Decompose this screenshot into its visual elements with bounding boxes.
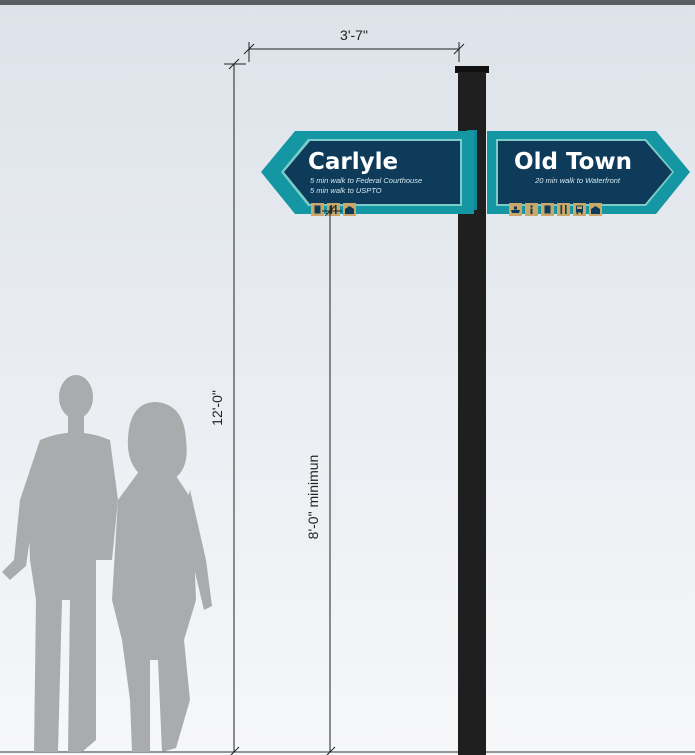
dimension-overall-height — [224, 58, 246, 755]
dimension-clearance — [322, 205, 342, 755]
sign-left-title: Carlyle — [308, 149, 398, 175]
building-icon — [311, 203, 324, 216]
sign-right: Old Town 20 min walk to Waterfront — [487, 131, 690, 216]
post-cap — [455, 66, 489, 73]
top-border-bar — [0, 0, 695, 5]
dimension-sign-span-label: 3'-7" — [340, 27, 368, 43]
dimension-overall-height-label: 12'-0" — [209, 390, 225, 426]
info-icon — [525, 203, 538, 216]
sign-left-line: 5 min walk to Federal Courthouse — [310, 176, 422, 185]
sign-right-title: Old Town — [514, 149, 632, 175]
restaurant-icon — [327, 203, 340, 216]
parking-garage-icon — [589, 203, 602, 216]
parking-garage-icon — [343, 203, 356, 216]
building-icon — [541, 203, 554, 216]
dimension-sign-span — [243, 42, 465, 62]
restaurant-icon — [557, 203, 570, 216]
sign-left-line: 5 min walk to USPTO — [310, 186, 382, 195]
bus-icon — [573, 203, 586, 216]
ferry-icon — [509, 203, 522, 216]
sign-right-line: 20 min walk to Waterfront — [534, 176, 621, 185]
people-silhouette — [2, 375, 212, 752]
sign-left: Carlyle 5 min walk to Federal Courthouse… — [261, 131, 474, 216]
dimension-clearance-label: 8'-0" minimun — [305, 455, 321, 540]
